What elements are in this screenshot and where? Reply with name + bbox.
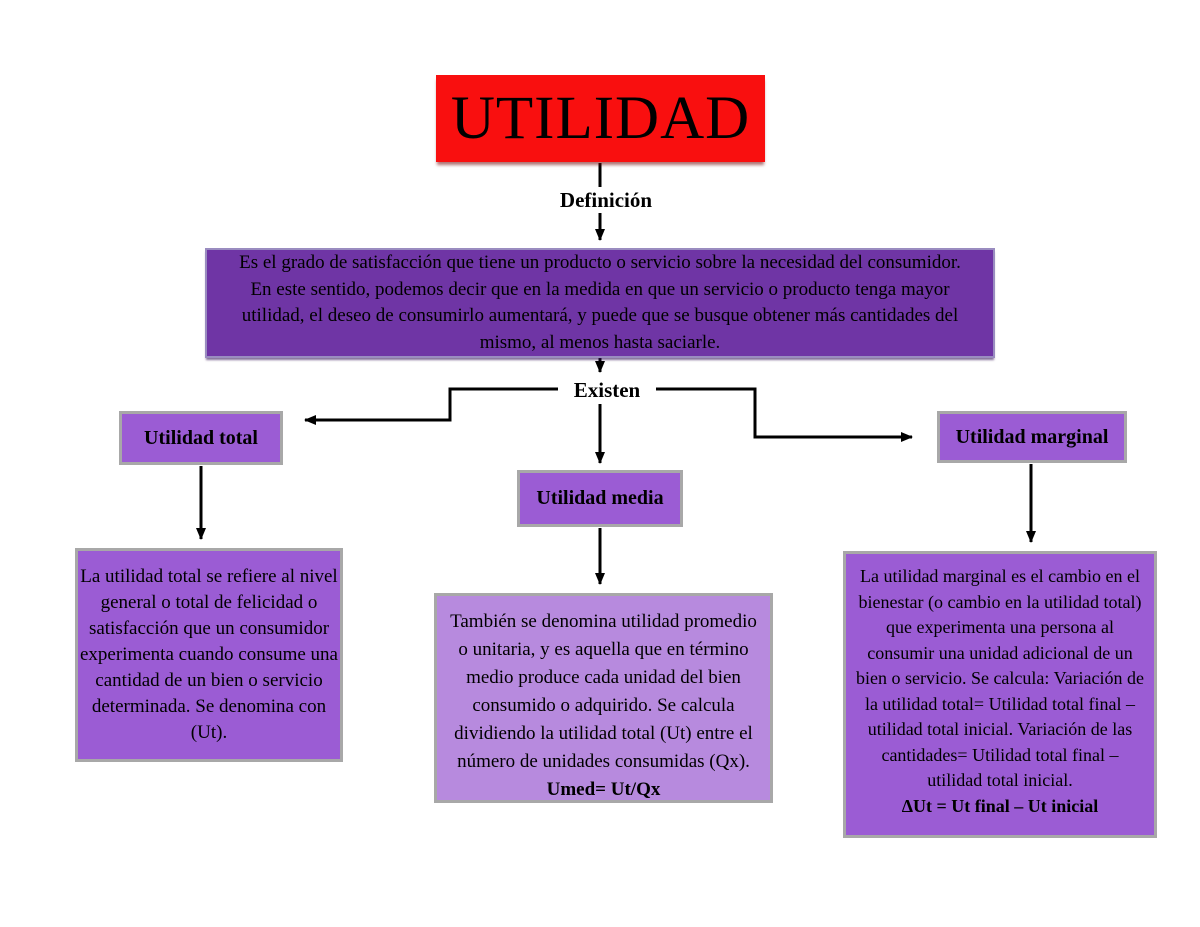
desc-utilidad-total: La utilidad total se refiere al nivel ge… — [75, 548, 343, 762]
desc-text: También se denomina utilidad promedio o … — [450, 611, 757, 772]
desc-text: La utilidad total se refiere al nivel ge… — [80, 566, 338, 743]
title-box: UTILIDAD — [436, 75, 765, 162]
definition-text: Es el grado de satisfacción que tiene un… — [239, 252, 961, 353]
arrow-existen-to-total — [304, 387, 562, 425]
title-text: UTILIDAD — [450, 85, 751, 152]
node-utilidad-total: Utilidad total — [119, 411, 283, 465]
arrow-existen-to-marginal — [643, 387, 913, 442]
node-label: Utilidad total — [144, 426, 258, 449]
desc-formula: ΔUt = Ut final – Ut inicial — [901, 795, 1099, 816]
node-utilidad-marginal: Utilidad marginal — [937, 411, 1127, 463]
node-utilidad-media: Utilidad media — [517, 470, 683, 527]
definicion-label: Definición — [552, 187, 660, 213]
node-label: Utilidad marginal — [955, 425, 1109, 448]
existen-label: Existen — [558, 377, 656, 403]
desc-utilidad-marginal: La utilidad marginal es el cambio en el … — [843, 551, 1157, 838]
desc-utilidad-media: También se denomina utilidad promedio o … — [434, 593, 773, 803]
desc-formula: Umed= Ut/Qx — [546, 779, 661, 800]
desc-text: La utilidad marginal es el cambio en el … — [855, 566, 1145, 790]
node-label: Utilidad media — [536, 487, 664, 509]
definition-box: Es el grado de satisfacción que tiene un… — [205, 248, 995, 358]
